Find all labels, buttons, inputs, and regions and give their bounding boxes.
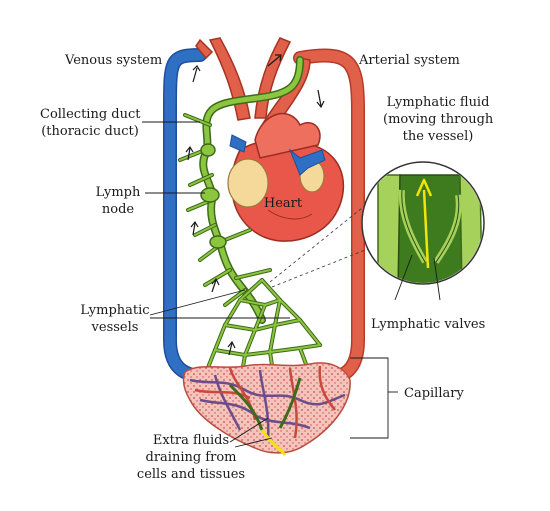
extra-fluids-line-1: Extra fluids <box>152 433 230 448</box>
lymph-node-line-1: Lymph <box>95 185 141 200</box>
extra-fluids-line-2: draining from <box>145 450 237 465</box>
collecting-duct-line-1: Collecting duct <box>40 107 141 122</box>
venous-system-label: Venous system <box>65 53 163 68</box>
collecting-duct-label: Collecting duct (thoracic duct) <box>40 106 140 140</box>
lymphatic-fluid-line-2: (moving through <box>383 112 494 127</box>
lymphatic-vessels-line-2: vessels <box>91 320 139 335</box>
lymphatic-vessels-line-1: Lymphatic <box>80 303 150 318</box>
lymphatic-vessels-label: Lymphatic vessels <box>75 302 155 336</box>
lymph-node-line-2: node <box>101 202 135 217</box>
extra-fluids-line-3: cells and tissues <box>136 467 246 482</box>
lymphatic-fluid-line-3: the vessel) <box>402 129 474 144</box>
heart-label: Heart <box>264 196 303 211</box>
capillary-bed <box>182 362 351 456</box>
flow-arrows <box>185 54 325 356</box>
lymphatic-valves-label: Lymphatic valves <box>371 317 486 332</box>
lymphatic-fluid-line-1: Lymphatic fluid <box>386 95 490 110</box>
zoom-lymph-vessel <box>269 161 485 288</box>
heart: Heart <box>227 113 345 242</box>
collecting-duct-line-2: (thoracic duct) <box>41 124 139 139</box>
lymph-node-label: Lymph node <box>90 184 146 218</box>
capillary-label: Capillary <box>404 386 464 401</box>
lymphatic-vessels <box>178 56 304 324</box>
lymph-node <box>200 187 220 203</box>
extra-fluids-label: Extra fluids draining from cells and tis… <box>126 432 256 483</box>
leader-lines <box>142 121 441 448</box>
lymphatic-fluid-label: Lymphatic fluid (moving through the vess… <box>383 94 493 145</box>
arterial-system-label: Arterial system <box>359 53 460 68</box>
